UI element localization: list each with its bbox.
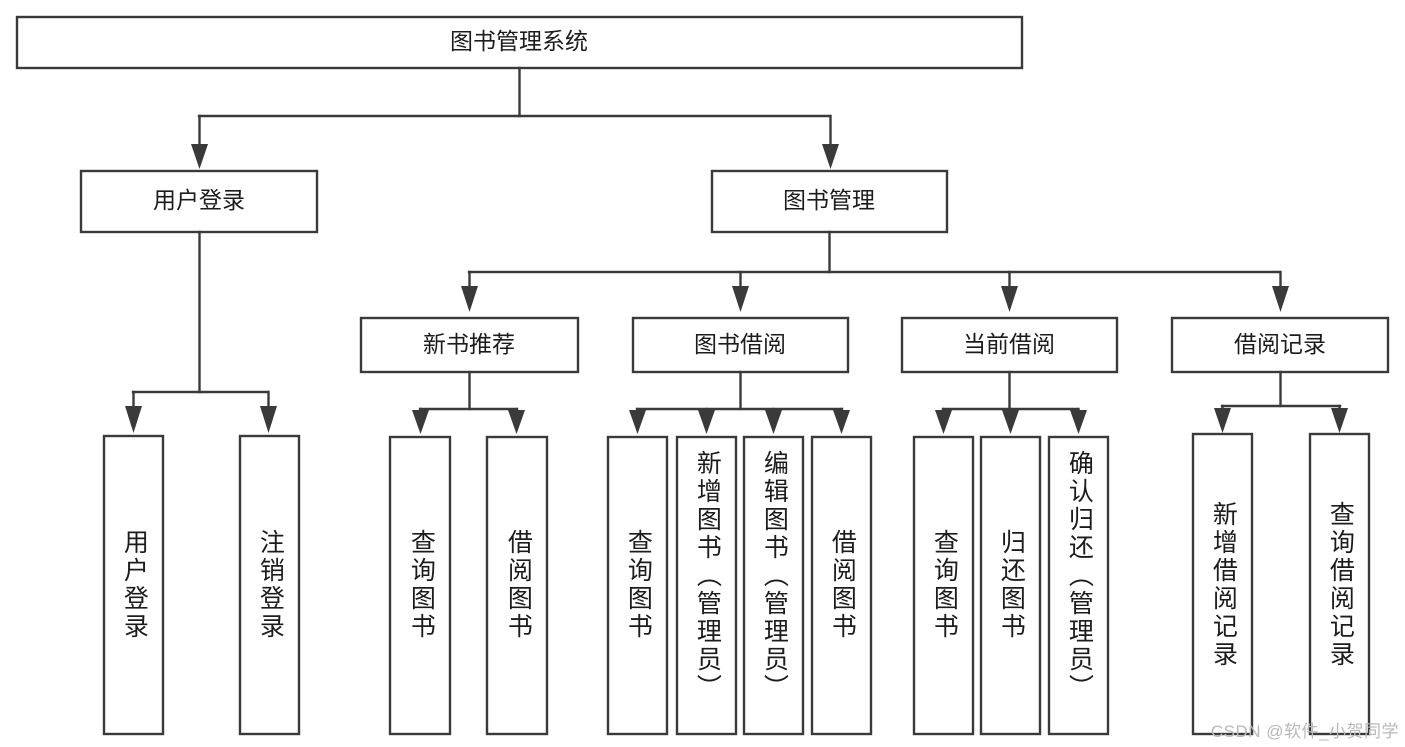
leaf-bb-borrow-book-label: 借阅图书 [828, 529, 857, 641]
leaf-nbr-query-book[interactable]: 查询图书 [388, 435, 452, 736]
arrow-head-level2-1 [191, 144, 208, 169]
arrow-head-user-login-1 [125, 406, 142, 433]
node-new-book-recommend-label: 新书推荐 [423, 331, 515, 357]
arrow-head-user-login-2 [260, 406, 277, 433]
arrow-head-level3-2 [732, 286, 749, 312]
csdn-watermark: CSDN @软件_小贺同学 [1210, 722, 1399, 741]
leaf-cb-confirm-return-box[interactable] [1047, 435, 1110, 736]
leaf-cb-return-book-label: 归还图书 [997, 529, 1026, 641]
node-new-book-recommend-box[interactable] [359, 316, 580, 374]
node-new-book-recommend[interactable]: 新书推荐 [359, 316, 580, 374]
leaf-cb-return-book-box[interactable] [979, 435, 1042, 736]
node-borrow-record-label: 借阅记录 [1234, 331, 1326, 357]
arrow-head-level2-2 [822, 144, 839, 169]
arrow-head-bb-4 [833, 410, 850, 434]
node-borrow-record-box[interactable] [1170, 316, 1390, 374]
node-current-borrow-label: 当前借阅 [963, 331, 1055, 357]
leaf-br-add-record-label: 新增借阅记录 [1209, 501, 1238, 669]
node-book-management[interactable]: 图书管理 [710, 169, 949, 234]
leaf-bb-edit-book[interactable]: 编辑图书（管理员） [742, 435, 805, 736]
leaf-bb-add-book-box[interactable] [675, 435, 738, 736]
node-book-borrow-label: 图书借阅 [694, 331, 786, 357]
leaf-user-login-logout-label: 注销登录 [256, 529, 285, 641]
leaf-bb-query-book[interactable]: 查询图书 [606, 435, 669, 736]
leaf-cb-confirm-return-label: 确认归还（管理员） [1065, 450, 1094, 702]
leaf-user-login-login-label: 用户登录 [120, 529, 149, 641]
node-book-borrow[interactable]: 图书借阅 [631, 316, 850, 374]
node-book-management-label: 图书管理 [783, 187, 875, 213]
node-user-login[interactable]: 用户登录 [79, 169, 319, 234]
leaf-user-login-login[interactable]: 用户登录 [102, 434, 165, 736]
leaf-br-query-record[interactable]: 查询借阅记录 [1308, 432, 1371, 736]
leaf-cb-query-book-box[interactable] [912, 435, 975, 736]
leaf-br-query-record-box[interactable] [1308, 432, 1371, 736]
leaf-user-login-logout[interactable]: 注销登录 [238, 434, 301, 736]
leaf-br-query-record-label: 查询借阅记录 [1326, 501, 1355, 669]
leaf-bb-edit-book-box[interactable] [742, 435, 805, 736]
node-root-system-box[interactable] [15, 15, 1024, 70]
node-book-borrow-box[interactable] [631, 316, 850, 374]
leaf-user-login-login-box[interactable] [102, 434, 165, 736]
arrow-head-nbr-1 [412, 410, 429, 434]
node-root-system[interactable]: 图书管理系统 [15, 15, 1024, 70]
arrow-head-level3-1 [461, 286, 478, 312]
node-book-management-box[interactable] [710, 169, 949, 234]
arrow-head-bb-1 [629, 410, 646, 434]
node-user-login-label: 用户登录 [153, 187, 245, 213]
leaf-bb-query-book-label: 查询图书 [624, 529, 653, 641]
arrow-head-cb-3 [1070, 410, 1087, 434]
arrow-head-level3-3 [1001, 286, 1018, 312]
leaf-cb-query-book-label: 查询图书 [930, 529, 959, 641]
leaf-bb-query-book-box[interactable] [606, 435, 669, 736]
leaf-br-add-record[interactable]: 新增借阅记录 [1191, 432, 1254, 736]
leaf-bb-borrow-book[interactable]: 借阅图书 [810, 435, 873, 736]
arrow-head-bb-3 [765, 410, 782, 434]
arrow-head-bb-2 [698, 410, 715, 434]
arrow-head-br-1 [1214, 408, 1231, 433]
arrow-head-cb-2 [1002, 410, 1019, 434]
node-borrow-record[interactable]: 借阅记录 [1170, 316, 1390, 374]
leaf-nbr-query-book-label: 查询图书 [407, 529, 436, 641]
leaf-bb-add-book[interactable]: 新增图书（管理员） [675, 435, 738, 736]
arrow-head-br-2 [1331, 408, 1348, 433]
leaf-nbr-borrow-book-box[interactable] [485, 435, 549, 736]
leaf-bb-add-book-label: 新增图书（管理员） [693, 450, 722, 702]
arrow-head-cb-1 [935, 410, 952, 434]
leaf-user-login-logout-box[interactable] [238, 434, 301, 736]
node-root-system-label: 图书管理系统 [450, 28, 588, 54]
arrow-head-nbr-2 [508, 410, 525, 434]
leaf-cb-return-book[interactable]: 归还图书 [979, 435, 1042, 736]
leaf-cb-query-book[interactable]: 查询图书 [912, 435, 975, 736]
node-current-borrow-box[interactable] [900, 316, 1119, 374]
leaf-nbr-borrow-book-label: 借阅图书 [504, 529, 533, 641]
leaf-bb-edit-book-label: 编辑图书（管理员） [760, 450, 789, 702]
leaf-nbr-query-book-box[interactable] [388, 435, 452, 736]
leaf-bb-borrow-book-box[interactable] [810, 435, 873, 736]
leaf-br-add-record-box[interactable] [1191, 432, 1254, 736]
node-current-borrow[interactable]: 当前借阅 [900, 316, 1119, 374]
leaf-cb-confirm-return[interactable]: 确认归还（管理员） [1047, 435, 1110, 736]
arrow-head-level3-4 [1272, 286, 1289, 312]
leaf-nbr-borrow-book[interactable]: 借阅图书 [485, 435, 549, 736]
